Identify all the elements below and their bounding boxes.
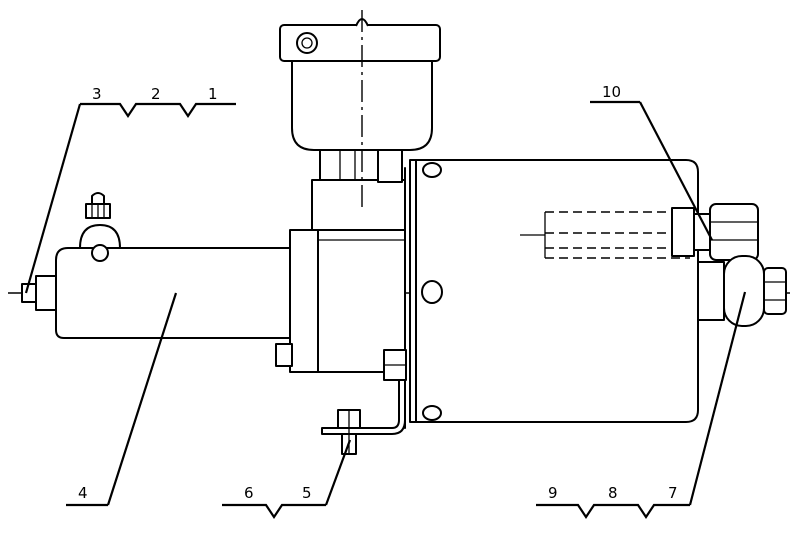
cap-vent-icon — [296, 32, 318, 54]
callout-bracket-1-2-3 — [80, 102, 236, 118]
adapter-block — [275, 179, 407, 381]
callout-bracket-7-8-9 — [536, 503, 690, 519]
callout-10: 10 — [602, 83, 621, 101]
fluid-reservoir — [279, 10, 441, 212]
callout-leaders — [24, 100, 747, 519]
leader-10 — [639, 101, 713, 241]
leader-5 — [324, 439, 352, 506]
booster-housing — [404, 159, 699, 429]
block-bolt-left — [275, 343, 293, 367]
callout-4: 4 — [78, 484, 88, 502]
leader-7 — [688, 291, 747, 506]
callout-labels: 3 2 1 4 6 5 9 8 7 10 — [78, 83, 678, 502]
flange-bolt-bottom — [422, 405, 442, 421]
callout-6: 6 — [244, 484, 254, 502]
leader-4 — [106, 292, 178, 506]
mounting-bracket — [321, 379, 406, 455]
callout-bracket-5-6 — [222, 503, 326, 519]
end-nut — [35, 275, 57, 311]
pressure-fitting — [671, 203, 759, 261]
piston-hidden-lines — [520, 211, 690, 259]
callout-5: 5 — [302, 484, 312, 502]
callout-7: 7 — [668, 484, 678, 502]
outlet-union — [697, 255, 787, 327]
master-cylinder — [21, 192, 291, 339]
callout-1: 1 — [208, 85, 218, 103]
flange-center-boss — [421, 280, 443, 304]
flange-bolt-top — [422, 162, 442, 178]
callout-3: 3 — [92, 85, 102, 103]
callout-2: 2 — [151, 85, 161, 103]
callout-8: 8 — [608, 484, 618, 502]
leader-3 — [24, 103, 82, 294]
bleeder-valve — [91, 244, 109, 262]
callout-9: 9 — [548, 484, 558, 502]
